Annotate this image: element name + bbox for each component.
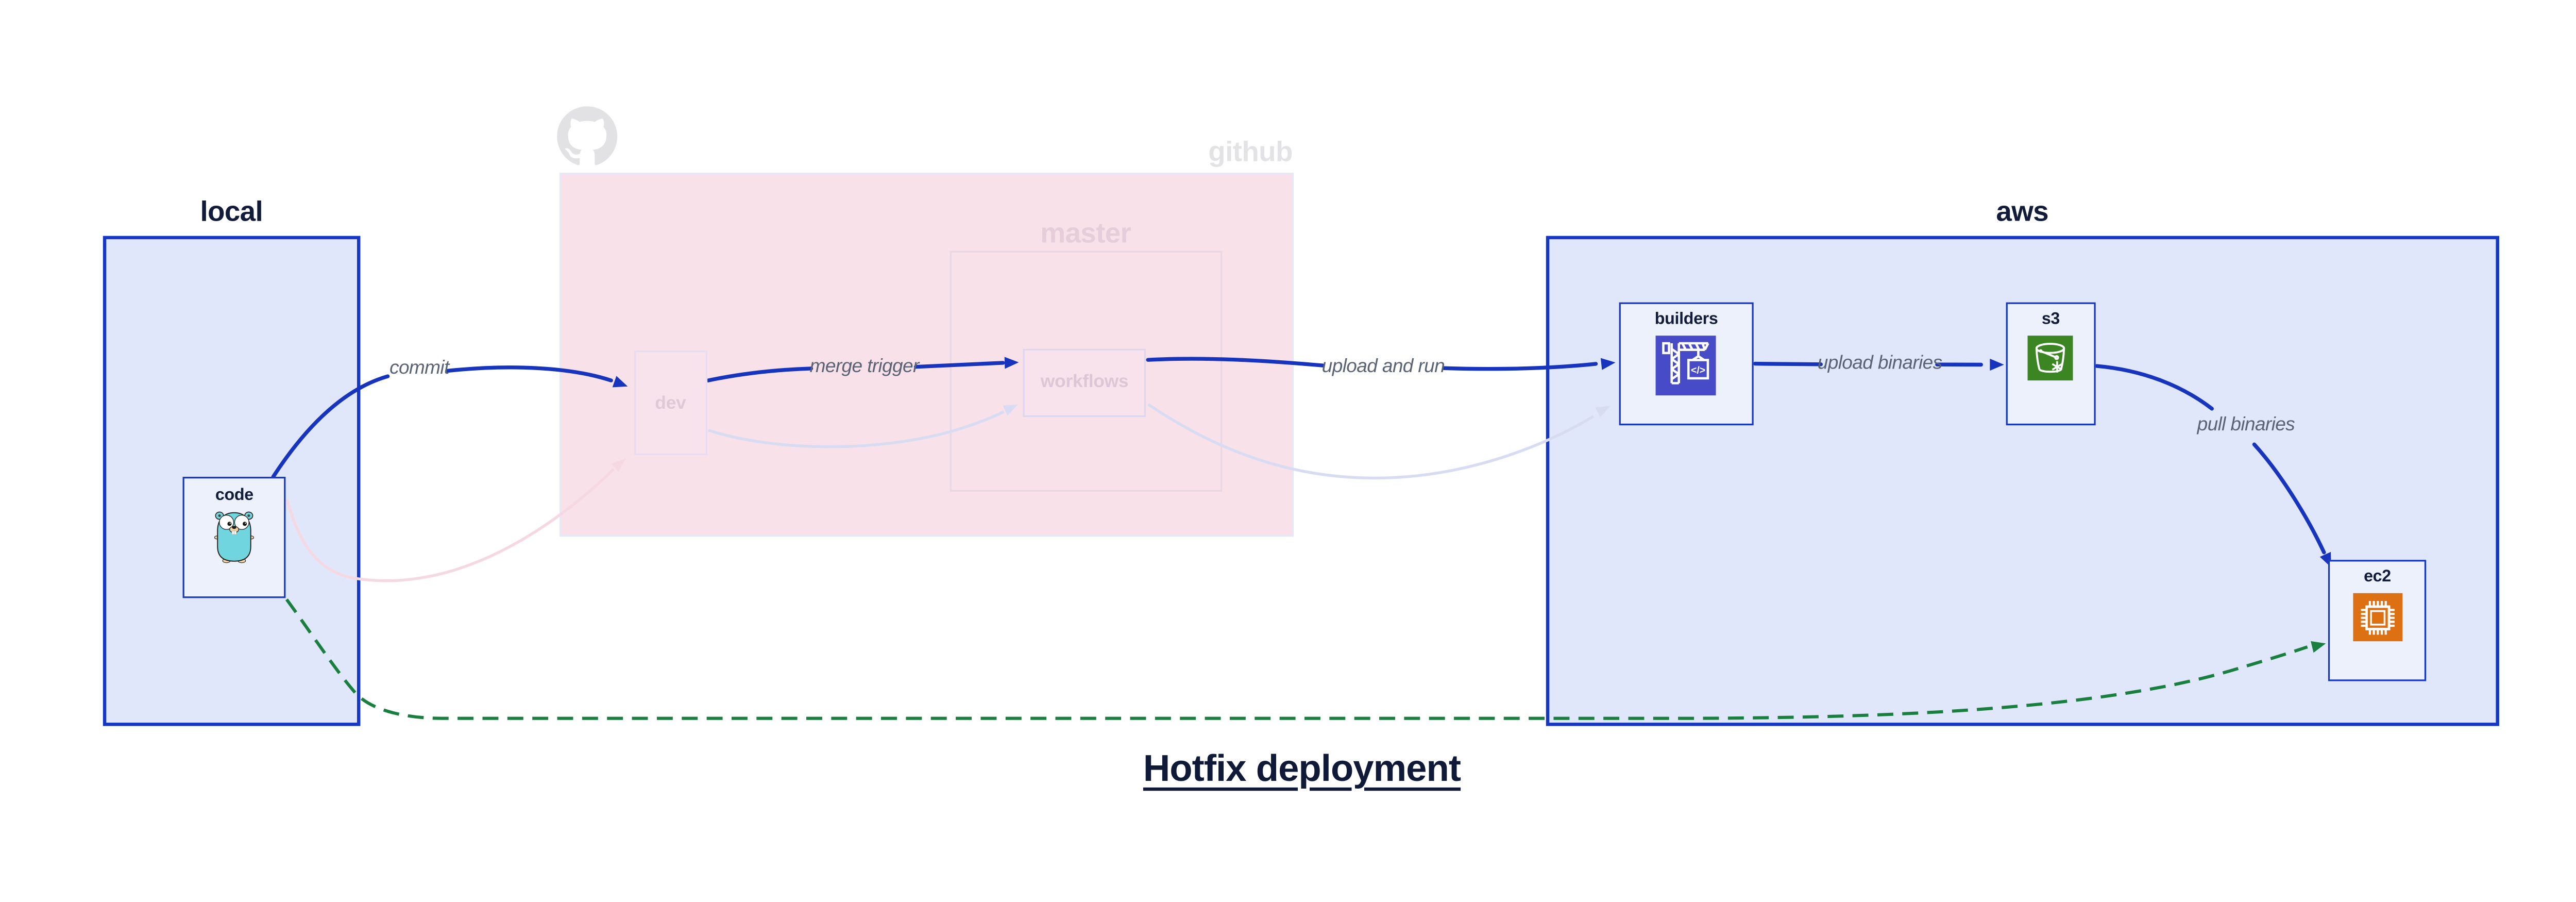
edge-label-pull-binaries: pull binaries [2197, 415, 2295, 436]
group-label-github: github [1208, 135, 1293, 167]
codebuild-crane-icon: </> [1656, 335, 1717, 395]
node-dev-label: dev [655, 393, 686, 414]
group-label-master: master [1040, 216, 1131, 248]
node-s3: s3 [2005, 302, 2096, 425]
group-label-aws: aws [1996, 196, 2049, 228]
go-gopher-icon [214, 510, 255, 563]
edge-label-upload-binaries: upload binaries [1817, 354, 1942, 374]
group-box-master [950, 251, 1222, 492]
node-code-label: code [215, 486, 253, 505]
node-dev: dev [633, 351, 707, 456]
node-ec2-label: ec2 [2364, 568, 2391, 587]
edge-label-merge-trigger: merge trigger [809, 357, 920, 377]
node-workflows-label: workflows [1040, 373, 1129, 393]
edge-label-upload-and-run: upload and run [1321, 357, 1445, 378]
group-label-local: local [200, 196, 263, 228]
node-ec2: ec2 [2328, 559, 2427, 681]
node-s3-label: s3 [2041, 311, 2060, 330]
node-builders-label: builders [1654, 310, 1718, 329]
edge-label-commit: commit [389, 359, 449, 379]
github-octocat-icon [556, 105, 618, 166]
codebuild-code-glyph: </> [1691, 364, 1706, 375]
diagram-title: Hotfix deployment [1143, 747, 1461, 790]
s3-bucket-icon [2028, 335, 2074, 381]
node-builders: builders </> [1619, 302, 1754, 425]
node-workflows: workflows [1022, 348, 1147, 417]
ec2-chip-icon [2352, 592, 2402, 642]
node-code: code [182, 477, 286, 598]
